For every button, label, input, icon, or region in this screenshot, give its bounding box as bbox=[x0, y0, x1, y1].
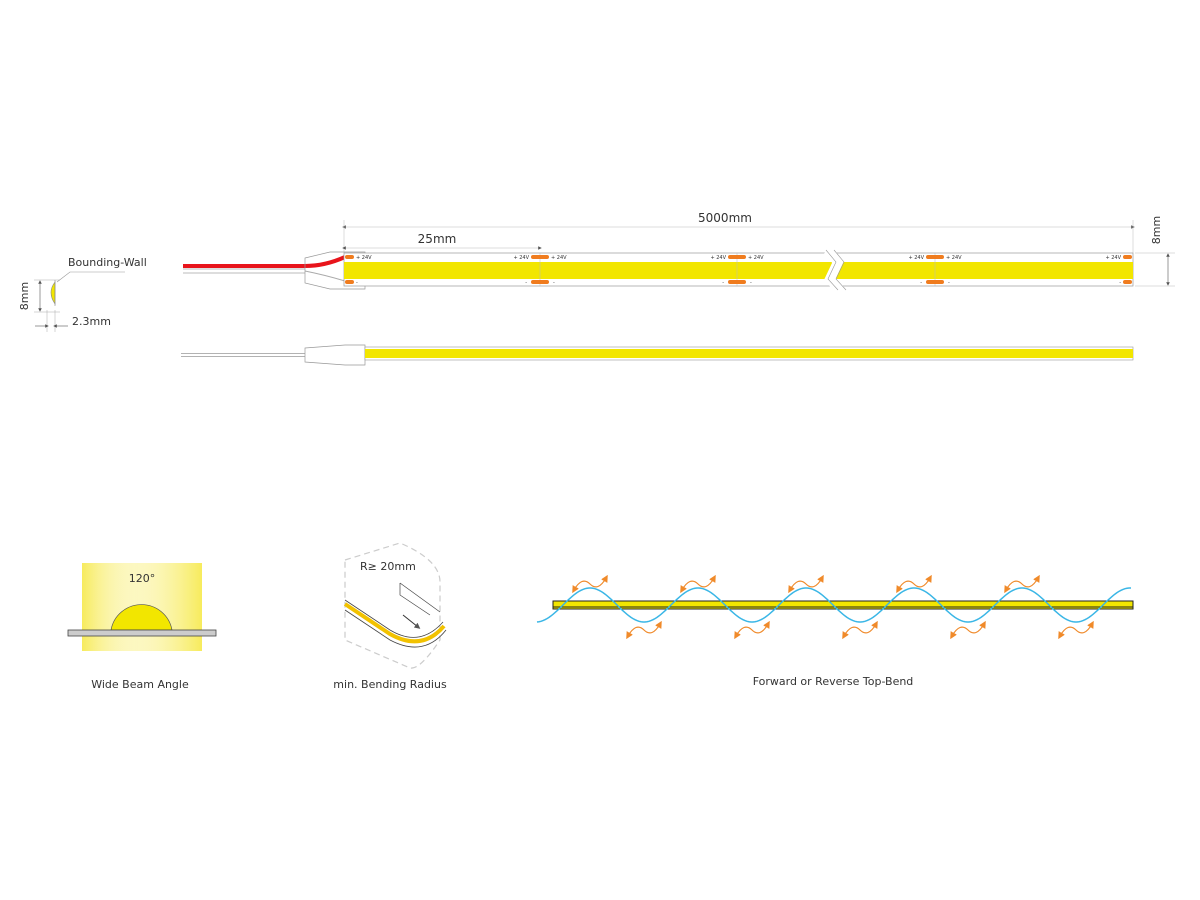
pad-label: + 24V bbox=[748, 255, 764, 261]
bend-arrow-up bbox=[1004, 574, 1040, 594]
pad-label: - bbox=[525, 280, 527, 286]
profile-width-label: 2.3mm bbox=[72, 315, 111, 328]
solder-pad bbox=[1123, 255, 1132, 259]
bend-radius-caption: min. Bending Radius bbox=[333, 678, 447, 691]
pad-label: + 24V bbox=[356, 255, 372, 261]
pad-label: + 24V bbox=[908, 255, 924, 261]
break-mark bbox=[824, 246, 844, 294]
solder-pad bbox=[345, 280, 354, 284]
solder-pad bbox=[728, 280, 746, 284]
pad-label: - bbox=[553, 280, 555, 286]
pad-label: + 24V bbox=[710, 255, 726, 261]
bend-radius-value: R≥ 20mm bbox=[360, 560, 416, 573]
profile-cross-section: Bounding-Wall 8mm 2.3mm bbox=[18, 256, 147, 332]
top-bend-illustration: Forward or Reverse Top-Bend bbox=[536, 574, 1134, 688]
pad-label: - bbox=[1119, 280, 1121, 286]
bend-arrow-down bbox=[950, 620, 986, 640]
bend-arrow-down bbox=[626, 620, 662, 640]
profile-height-label: 8mm bbox=[18, 282, 31, 310]
cut-unit-label: 25mm bbox=[418, 232, 457, 246]
led-band bbox=[344, 262, 1133, 279]
pad-label: - bbox=[356, 280, 358, 286]
bend-arrow-up bbox=[572, 574, 608, 594]
solder-pad bbox=[345, 255, 354, 259]
pad-label: + 24V bbox=[551, 255, 567, 261]
solder-pad bbox=[926, 255, 944, 259]
bend-arrow-down bbox=[734, 620, 770, 640]
bend-arrow-down bbox=[1058, 620, 1094, 640]
beam-angle-value: 120° bbox=[129, 572, 156, 585]
solder-pad bbox=[531, 255, 549, 259]
pad-label: - bbox=[722, 280, 724, 286]
bending-radius-illustration: R≥ 20mm min. Bending Radius bbox=[333, 542, 447, 691]
pad-label: + 24V bbox=[946, 255, 962, 261]
strip-width-label: 8mm bbox=[1150, 216, 1163, 244]
beam-angle-caption: Wide Beam Angle bbox=[91, 678, 189, 691]
bend-arrow-down bbox=[842, 620, 878, 640]
bend-arrow-up bbox=[896, 574, 932, 594]
pad-label: - bbox=[750, 280, 752, 286]
solder-pad bbox=[1123, 280, 1132, 284]
pad-label: - bbox=[948, 280, 950, 286]
end-cap bbox=[304, 251, 366, 290]
beam-angle-illustration: 120° Wide Beam Angle bbox=[67, 563, 217, 691]
bend-arrow-up bbox=[680, 574, 716, 594]
top-bend-caption: Forward or Reverse Top-Bend bbox=[753, 675, 914, 688]
red-wire bbox=[183, 255, 346, 268]
strip-side-view bbox=[181, 344, 1134, 366]
solder-pad bbox=[728, 255, 746, 259]
pad-label: + 24V bbox=[513, 255, 529, 261]
pad-label: + 24V bbox=[1105, 255, 1121, 261]
pad-label: - bbox=[920, 280, 922, 286]
profile-lens bbox=[50, 281, 56, 305]
solder-pad bbox=[926, 280, 944, 284]
bend-arrow-up bbox=[788, 574, 824, 594]
bounding-wall-label: Bounding-Wall bbox=[68, 256, 147, 269]
solder-pad bbox=[531, 280, 549, 284]
strip-top-view: 5000mm 25mm 8mm + 24V - + 24V + 24V - - + 24V +… bbox=[183, 211, 1175, 294]
strip-length-label: 5000mm bbox=[698, 211, 752, 225]
